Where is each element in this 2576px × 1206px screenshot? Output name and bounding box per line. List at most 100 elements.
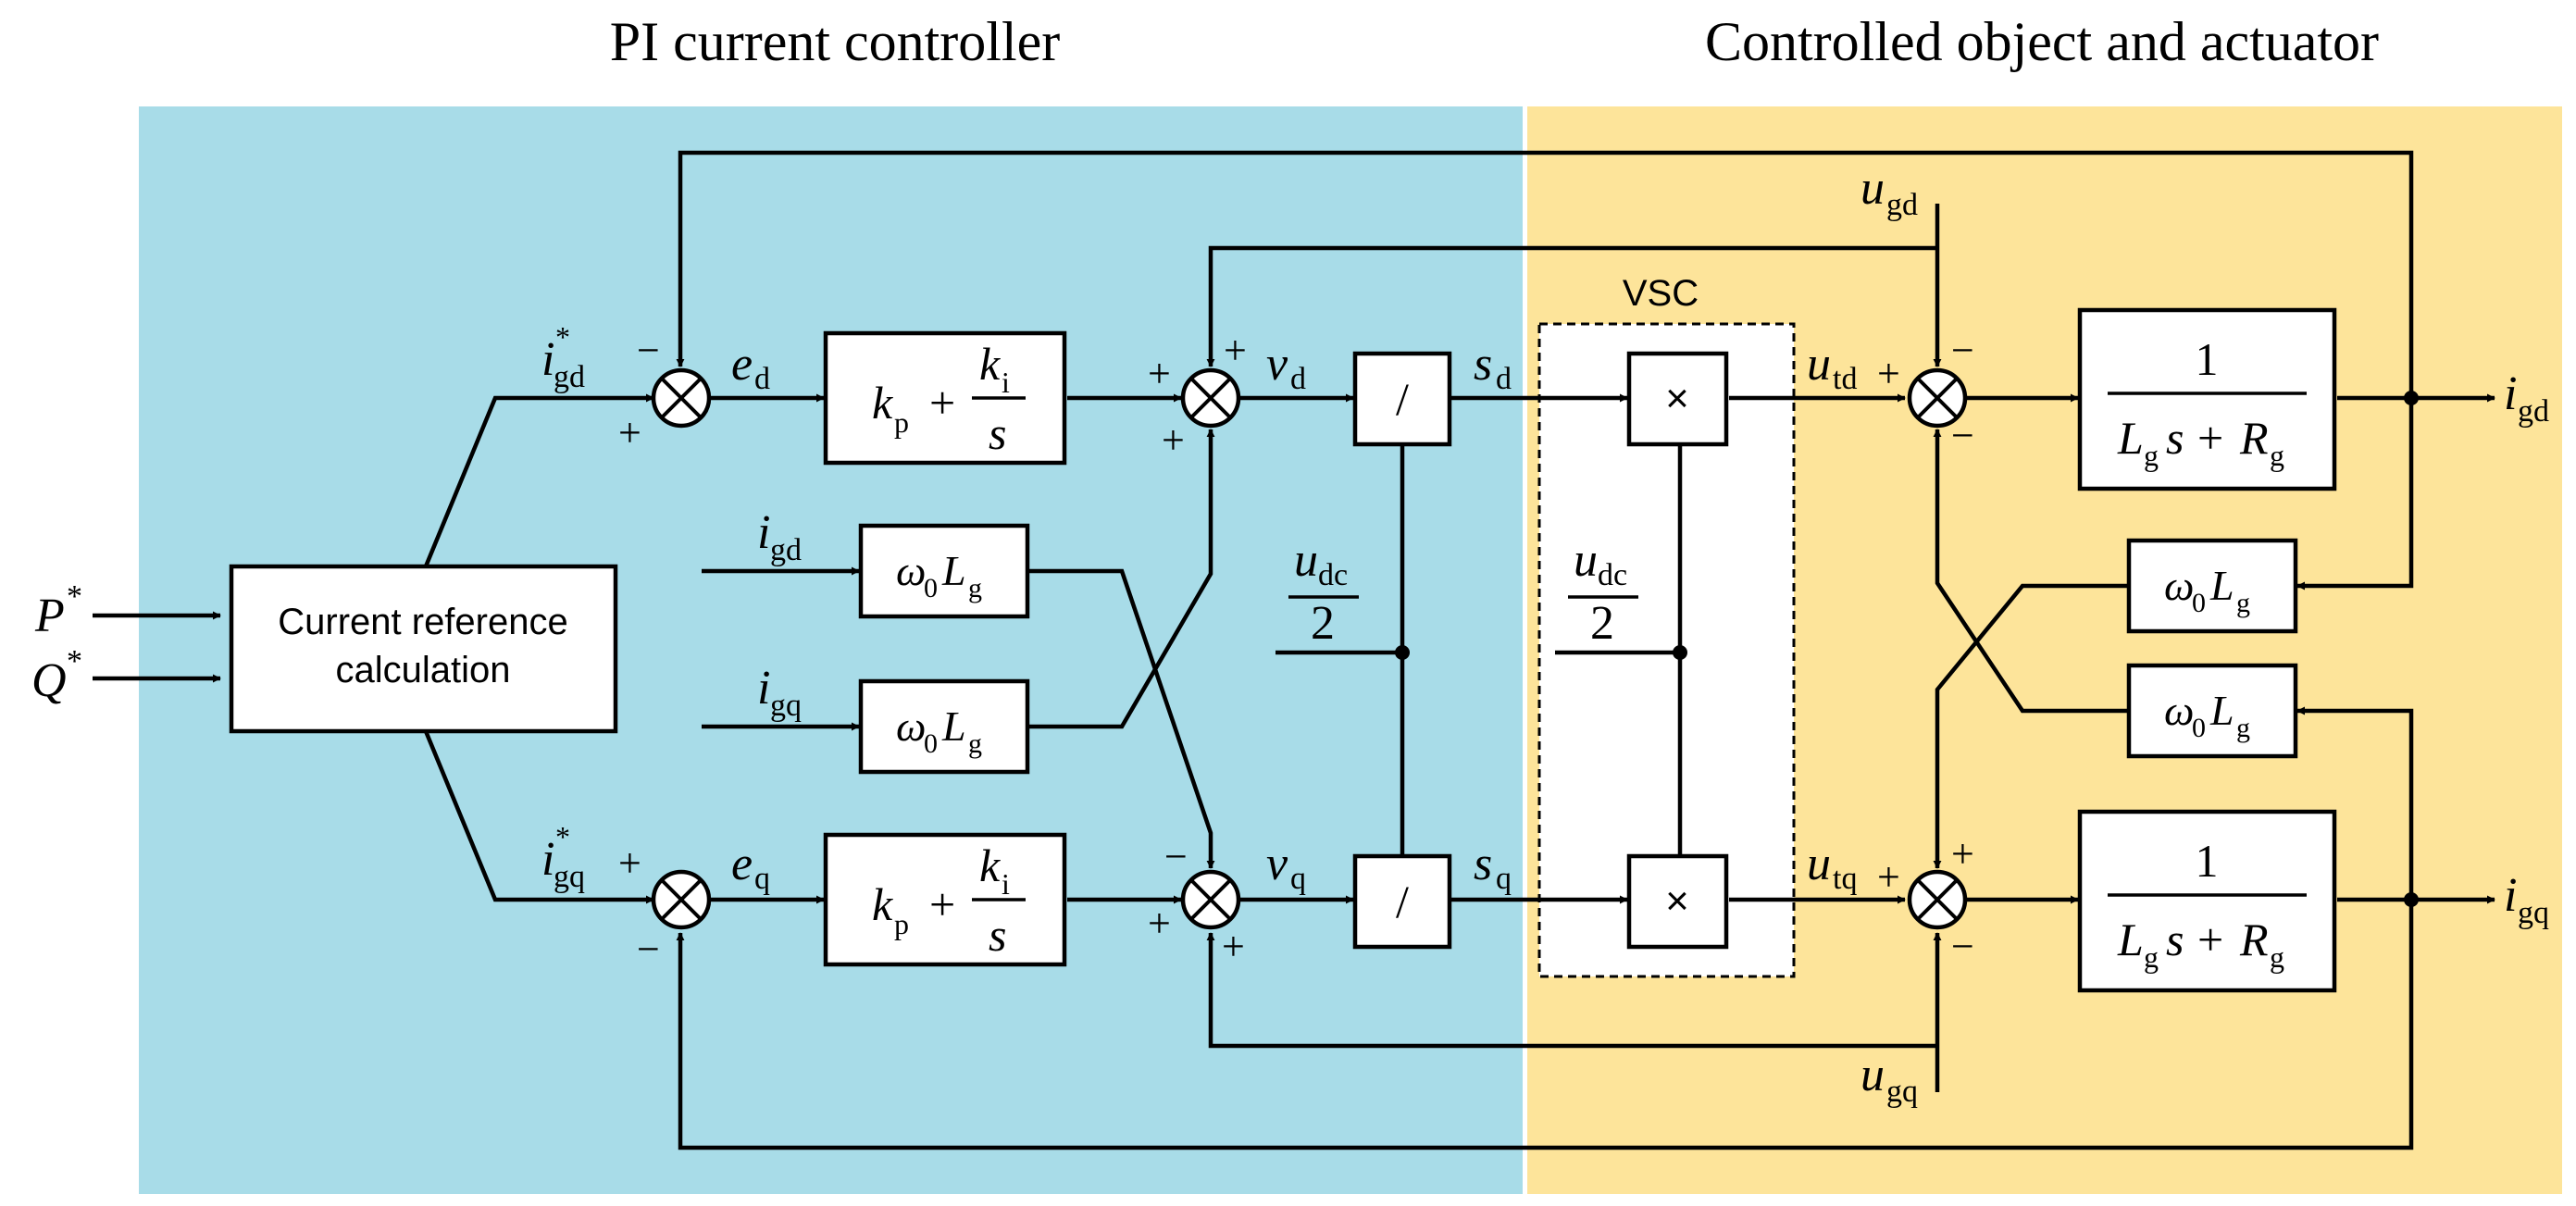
igd-in-label: i gd: [757, 506, 802, 567]
svg-text:i: i: [757, 662, 770, 715]
svg-text:dc: dc: [1318, 558, 1348, 592]
sign-plus: +: [1148, 901, 1171, 946]
plant-q-transfer-function: 1 L g s + R g: [2108, 835, 2307, 974]
svg-text:0: 0: [2192, 713, 2206, 743]
svg-text:0: 0: [2192, 588, 2206, 618]
svg-text:g: g: [2270, 439, 2284, 472]
svg-text:s: s: [1474, 838, 1492, 890]
svg-text:L: L: [2209, 687, 2234, 734]
svg-text:g: g: [2236, 713, 2250, 743]
igd-ref-label: i * gd: [541, 320, 585, 394]
current-reference-line1: Current reference: [278, 602, 567, 642]
divide-q-symbol: /: [1396, 876, 1409, 927]
vd-label: v d: [1266, 338, 1306, 396]
igq-ref-line: [423, 730, 555, 902]
sum-junction-eq: [651, 869, 712, 930]
svg-text:td: td: [1833, 362, 1857, 396]
svg-text:s: s: [989, 909, 1006, 961]
svg-text:s: s: [989, 407, 1006, 459]
sign-plus: +: [618, 410, 641, 455]
svg-text:gq: gq: [2518, 896, 2549, 930]
svg-text:R: R: [2239, 412, 2269, 464]
svg-text:u: u: [1807, 338, 1831, 391]
junction-dot: [2404, 391, 2419, 405]
vsc-label: VSC: [1623, 273, 1699, 314]
pi-d-transfer-function: k p + k i s: [872, 338, 1026, 459]
pi-region-heading: PI current controller: [610, 11, 1060, 72]
igq-out-label: i gq: [2504, 869, 2549, 930]
svg-text:gq: gq: [554, 860, 585, 894]
svg-text:e: e: [731, 338, 753, 391]
svg-text:u: u: [1807, 838, 1831, 890]
divide-q-block: [1352, 853, 1452, 950]
coupling-label: ω 0 L g: [2164, 687, 2250, 743]
sign-plus: +: [1162, 417, 1185, 463]
svg-text:gq: gq: [1886, 1075, 1918, 1109]
q-ref-label: Q *: [31, 644, 82, 707]
utq-label: u tq: [1807, 838, 1857, 896]
svg-text:+: +: [929, 377, 955, 429]
igq-ref-label: i * gq: [541, 820, 585, 894]
svg-text:2: 2: [1590, 597, 1614, 650]
multiply-d-symbol: ×: [1665, 376, 1689, 421]
svg-text:L: L: [2117, 412, 2144, 464]
plant-q-block: [2077, 809, 2337, 993]
svg-text:+: +: [929, 878, 955, 930]
svg-text:d: d: [1290, 362, 1306, 396]
udc-vsc-label: u dc 2: [1568, 534, 1638, 650]
sign-minus: −: [1164, 834, 1188, 879]
plant-cross-q-to-d: [1933, 429, 2127, 714]
sum-junction-vd: [1180, 367, 1241, 429]
sign-plus: +: [1951, 831, 1974, 877]
svg-text:i: i: [757, 506, 770, 559]
svg-text:gq: gq: [770, 689, 802, 723]
svg-text:*: *: [555, 820, 570, 853]
current-reference-line2: calculation: [335, 650, 510, 690]
divide-d-symbol: /: [1396, 373, 1409, 425]
svg-text:g: g: [2144, 940, 2159, 974]
svg-text:P: P: [34, 590, 65, 642]
junction-dot: [1395, 645, 1410, 660]
igq-feedback-wire: [676, 900, 2414, 1150]
svg-text:p: p: [894, 405, 909, 439]
igq-in-label: i gq: [757, 662, 802, 723]
plant-igd-to-coupling: [2296, 398, 2414, 591]
sign-minus: −: [1951, 328, 1974, 373]
utd-label: u td: [1807, 338, 1857, 396]
svg-text:ω: ω: [2164, 687, 2194, 734]
junction-dot: [1673, 645, 1687, 660]
pi-q-transfer-function: k p + k i s: [872, 839, 1026, 961]
sign-minus: −: [1951, 924, 1974, 969]
svg-text:g: g: [2144, 439, 2159, 472]
coupling-block-igq: [858, 678, 1030, 775]
svg-text:gd: gd: [554, 360, 585, 394]
svg-text:*: *: [555, 320, 570, 354]
ugd-feedforward-wire: [1206, 245, 1937, 367]
svg-text:ω: ω: [2164, 562, 2194, 609]
svg-text:L: L: [941, 702, 966, 750]
svg-text:i: i: [2504, 367, 2517, 420]
sign-plus: +: [1222, 924, 1245, 969]
sign-minus: −: [637, 328, 660, 373]
sd-label: s d: [1474, 338, 1512, 396]
svg-text:u: u: [1860, 1049, 1885, 1101]
svg-text:q: q: [1290, 862, 1306, 896]
vq-label: v q: [1266, 838, 1306, 896]
svg-text:L: L: [941, 547, 966, 594]
svg-text:1: 1: [2196, 835, 2219, 887]
svg-text:R: R: [2239, 914, 2269, 965]
p-ref-label: P *: [34, 579, 82, 642]
svg-text:q: q: [1496, 862, 1512, 896]
svg-text:*: *: [67, 644, 82, 678]
svg-text:v: v: [1266, 338, 1288, 391]
coupling-label: ω 0 L g: [2164, 562, 2250, 618]
sq-label: s q: [1474, 838, 1512, 896]
svg-text:gd: gd: [1886, 188, 1918, 222]
plant-coupling-block-d: [2126, 538, 2298, 634]
svg-text:u: u: [1860, 162, 1885, 215]
svg-text:g: g: [968, 728, 982, 759]
current-reference-block: [229, 564, 618, 734]
svg-text:*: *: [67, 579, 82, 614]
coupling-label: ω 0 L g: [896, 547, 982, 603]
svg-text:i: i: [541, 833, 554, 886]
